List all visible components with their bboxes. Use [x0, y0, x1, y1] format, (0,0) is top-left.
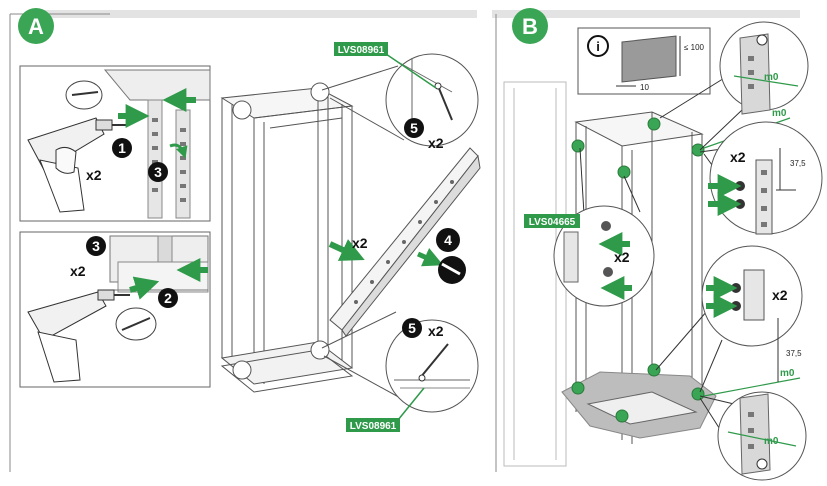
corner-callout: [232, 100, 252, 120]
info-box: i ≤ 100 10: [577, 27, 711, 95]
step-3-label: 3: [154, 164, 162, 180]
multiplier-fastener: x2: [614, 249, 630, 265]
panel-b: B i ≤ 100 10: [492, 8, 823, 481]
panel-a: A: [9, 8, 481, 472]
multiplier-bottom-callout: x2: [428, 323, 444, 339]
step-4-label: 4: [444, 232, 452, 248]
corner-callout: [310, 340, 330, 360]
level-label-top: m0: [772, 108, 787, 119]
dimension-lower: 37,5: [786, 349, 802, 358]
code-lvs08961-top: LVS08961: [338, 45, 385, 56]
multiplier-bracket-lower: x2: [772, 287, 788, 303]
step-5-label: 5: [410, 120, 418, 136]
arrow-green: [416, 247, 444, 267]
step-5-badge: [402, 318, 422, 338]
panel-b-badge: [512, 8, 548, 44]
arrow-green: [129, 276, 160, 300]
step-4-badge: [436, 228, 460, 252]
code-label-lvs04665: LVS04665: [524, 214, 580, 228]
info-symbol: i: [596, 39, 600, 54]
bracket-callout-upper: x2 37,5: [699, 121, 823, 235]
level-label-callout-top: m0: [764, 72, 779, 83]
code-label-top: LVS08961: [334, 42, 437, 89]
detail-box-drill-top: 1 3 x2: [19, 65, 211, 222]
step-5-label: 5: [408, 320, 416, 336]
step-2-badge: [158, 288, 178, 308]
zoom-callout-lower-right: m0: [699, 391, 807, 481]
zoom-callout-upper-right: m0: [659, 21, 809, 151]
bracket-callout-lower: x2 37,5: [655, 245, 803, 393]
corner-callout: [310, 82, 330, 102]
multiplier-rail: x2: [352, 235, 368, 251]
info-dim-max: ≤ 100: [684, 43, 705, 52]
step-1-label: 1: [118, 140, 126, 156]
level-label-callout-bottom: m0: [764, 436, 779, 447]
multiplier-top-callout: x2: [428, 135, 444, 151]
rail-part: [329, 147, 481, 337]
code-label-bottom: LVS08961: [346, 387, 425, 432]
info-dim-thick: 10: [640, 83, 649, 92]
multiplier-bracket-upper: x2: [730, 149, 746, 165]
panel-b-badge-letter: B: [522, 14, 538, 39]
step-3-label: 3: [92, 238, 100, 254]
info-icon: [587, 35, 609, 57]
step-3-badge: [86, 236, 106, 256]
background-rack: [503, 81, 567, 467]
corner-callout: [232, 360, 252, 380]
step-5-badge: [404, 118, 424, 138]
panel-b-header-bar: [492, 10, 800, 18]
dimension-upper: 37,5: [790, 159, 806, 168]
detail-box-drill-bottom: 3 2 x2: [19, 231, 211, 388]
step-3-badge: [148, 162, 168, 182]
step-1-badge: [112, 138, 132, 158]
multiplier-bottom-box: x2: [70, 263, 86, 279]
panel-a-badge: [18, 8, 54, 44]
panel-a-header-bar: [28, 10, 477, 18]
step-2-label: 2: [164, 290, 172, 306]
level-line-bottom: [703, 377, 801, 397]
zoom-callout-bottom: 5 x2: [321, 311, 479, 413]
code-lvs04665: LVS04665: [529, 217, 576, 228]
arrow-green: [328, 239, 365, 261]
level-label-bottom: m0: [780, 368, 795, 379]
fastener-callout: x2: [553, 147, 655, 307]
attachment-points: [571, 117, 705, 423]
panel-a-badge-letter: A: [28, 14, 44, 39]
multiplier-top-box: x2: [86, 167, 102, 183]
code-lvs08961-bottom: LVS08961: [350, 421, 397, 432]
zoom-callout-top: 5 x2: [321, 53, 479, 151]
